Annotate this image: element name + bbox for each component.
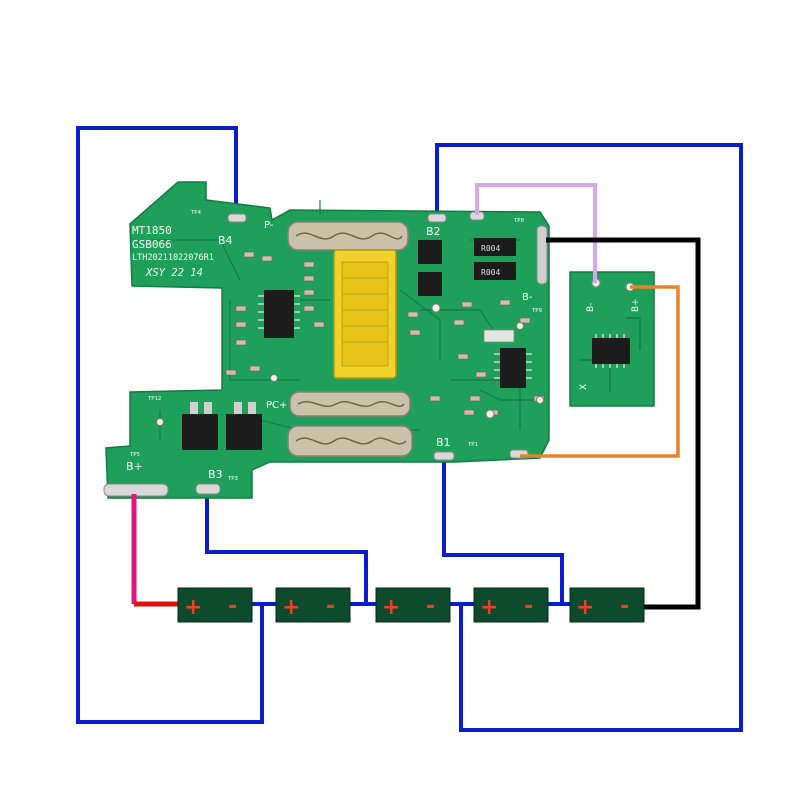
power-mosfets (182, 402, 262, 450)
module-wires (475, 183, 680, 458)
label-b-plus: B+ (126, 460, 143, 473)
terminal-p-minus (287, 221, 409, 251)
wire-module-b-minus (475, 183, 597, 283)
cell-minus: - (524, 594, 533, 619)
label-tp9: TP9 (532, 308, 542, 314)
silk-batch: LTH20211022076R1 (132, 253, 214, 263)
terminal-b-plus-main (287, 425, 413, 457)
wire-b4 (76, 126, 264, 724)
label-b2: B2 (426, 225, 441, 238)
module-label-b-minus: B- (586, 303, 596, 312)
wire-b2 (435, 143, 743, 732)
resistor-r004-bottom (474, 262, 516, 280)
terminal-pc-plus (289, 391, 411, 417)
cell-plus: + (382, 595, 400, 620)
label-b-minus: B- (522, 292, 533, 303)
pad-b1 (433, 451, 455, 461)
cell-minus: - (228, 594, 237, 619)
silk-date: XSY 22 14 (145, 267, 203, 279)
module-label-x: X (579, 384, 589, 390)
module-ic (592, 334, 630, 368)
label-tp1: TP1 (468, 442, 478, 448)
label-tp3: TP3 (228, 476, 238, 482)
resistor-r004-top (474, 238, 516, 256)
label-b3: B3 (208, 468, 223, 481)
mosfet-b2-lower (418, 272, 442, 296)
module-label-b-plus: B+ (631, 298, 641, 312)
label-b4: B4 (218, 234, 233, 247)
mosfet-b2-upper (418, 240, 442, 264)
wire-b3 (205, 492, 368, 604)
shunt-resistors: R004 R004 (474, 238, 516, 280)
ic-small (483, 329, 515, 343)
balance-wires (76, 126, 743, 732)
cell-plus: + (282, 595, 300, 620)
cell-minus: - (326, 594, 335, 619)
wire-module-b-plus (520, 285, 680, 458)
pad-b-minus (536, 225, 548, 285)
wire-negative (546, 237, 701, 610)
battery-cell: + - (569, 587, 645, 623)
test-point-vias (156, 303, 544, 426)
battery-cell: + - (375, 587, 451, 623)
label-b1: B1 (436, 436, 451, 449)
ic-right (500, 348, 526, 388)
cell-minus: - (620, 594, 629, 619)
label-tp12: TP12 (148, 396, 161, 402)
bms-board: MT1850 GSB066 LTH20211022076R1 XSY 22 14… (103, 181, 550, 499)
cell-plus: + (184, 595, 202, 620)
label-pc-plus: PC+ (266, 400, 287, 411)
label-tp4: TP4 (191, 210, 202, 216)
label-tp5: TP5 (130, 452, 140, 458)
cell-plus: + (480, 595, 498, 620)
pad-b2 (427, 213, 447, 223)
ic-chips (258, 240, 532, 388)
pad-b3 (195, 483, 221, 495)
wire-b1 (442, 456, 564, 604)
yellow-connector (333, 249, 397, 379)
label-tp0: TP0 (514, 218, 524, 224)
cell-plus: + (576, 595, 594, 620)
battery-cells: + - + - + - + - + - (177, 587, 645, 623)
pad-b4 (227, 213, 247, 223)
battery-cell: + - (275, 587, 351, 623)
battery-cell: + - (473, 587, 549, 623)
silk-model: MT1850 (132, 224, 172, 237)
label-r004-top: R004 (481, 244, 500, 253)
label-r004-bottom: R004 (481, 268, 500, 277)
battery-cell: + - (177, 587, 253, 623)
silk-code: GSB066 (132, 238, 172, 251)
module-board: B- B+ X (569, 271, 655, 407)
cell-minus: - (426, 594, 435, 619)
ic-left (264, 290, 294, 338)
label-p-minus: P- (264, 220, 274, 231)
